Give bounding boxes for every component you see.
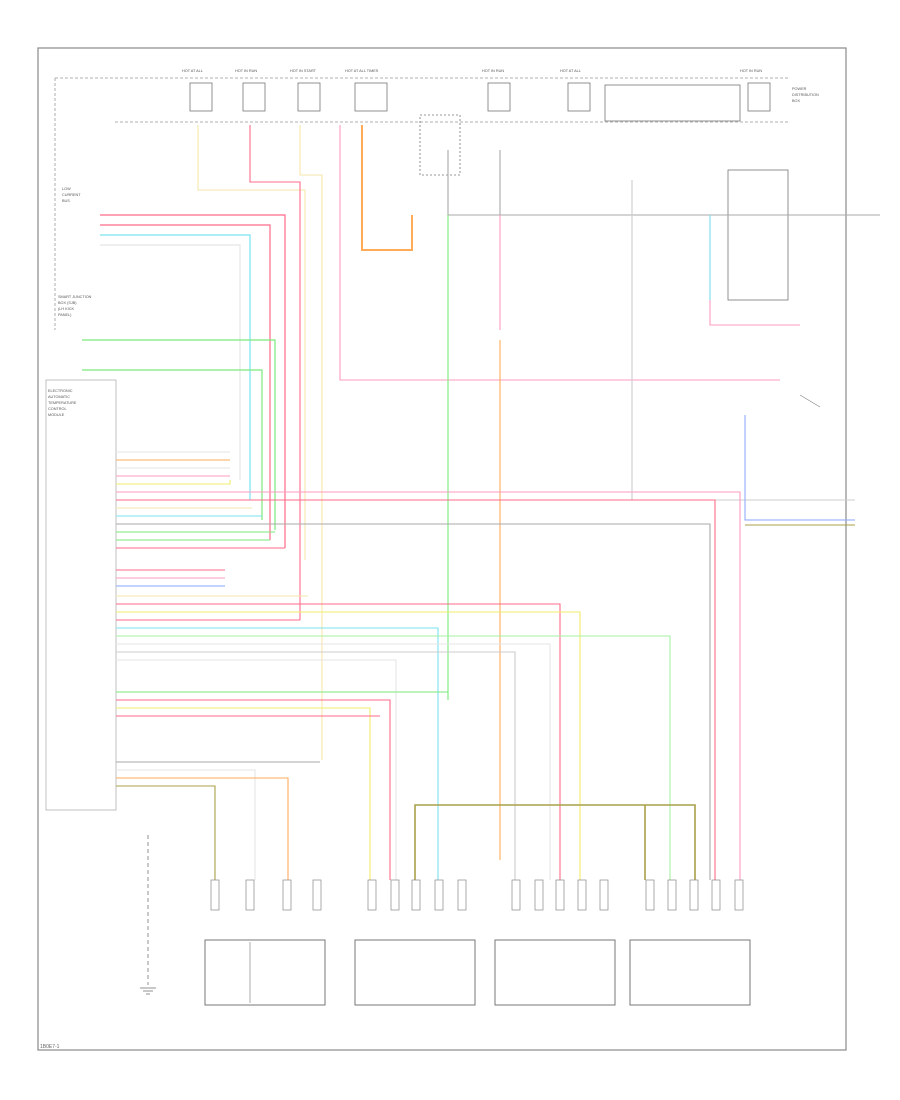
svg-text:ELECTRONIC: ELECTRONIC xyxy=(48,389,73,393)
svg-text:CONTROL: CONTROL xyxy=(48,407,67,411)
hvac-module xyxy=(45,379,117,811)
svg-text:HOT IN RUN: HOT IN RUN xyxy=(740,69,762,73)
module-wires xyxy=(116,451,741,880)
svg-text:SMART JUNCTION: SMART JUNCTION xyxy=(58,295,92,299)
svg-text:AUTOMATIC: AUTOMATIC xyxy=(48,395,70,399)
svg-text:HOT AT ALL TIMES: HOT AT ALL TIMES xyxy=(345,69,379,73)
actuator-connectors xyxy=(210,879,744,911)
actuators xyxy=(204,939,751,1006)
actuator-3 xyxy=(494,939,616,1006)
actuator-4 xyxy=(629,939,751,1006)
svg-text:LOW: LOW xyxy=(62,187,71,191)
svg-text:DISTRIBUTION: DISTRIBUTION xyxy=(792,93,819,97)
svg-text:BUS: BUS xyxy=(62,199,70,203)
fuse-blocks xyxy=(189,82,789,301)
power-bus xyxy=(54,77,790,330)
svg-text:HOT AT ALL: HOT AT ALL xyxy=(560,69,581,73)
module-labels: ELECTRONIC AUTOMATIC TEMPERATURE CONTROL… xyxy=(48,389,77,417)
figure-id: 1B0E7-1 xyxy=(40,1044,60,1050)
right-components xyxy=(744,394,855,526)
diagram-border xyxy=(37,47,847,1051)
svg-text:MODULE: MODULE xyxy=(48,413,65,417)
left-connector-block: LOW CURRENT BUS SMART JUNCTION BOX (SJB)… xyxy=(58,187,92,317)
svg-text:CURRENT: CURRENT xyxy=(62,193,81,197)
svg-text:BOX: BOX xyxy=(792,99,800,103)
upper-left-wires xyxy=(82,214,286,548)
olive-bus xyxy=(414,804,696,880)
svg-text:HOT IN RUN: HOT IN RUN xyxy=(482,69,504,73)
svg-text:HOT IN START: HOT IN START xyxy=(290,69,317,73)
fuse-labels: HOT AT ALL HOT IN RUN HOT IN START HOT A… xyxy=(182,69,819,103)
svg-text:POWER: POWER xyxy=(792,87,807,91)
svg-text:HOT IN RUN: HOT IN RUN xyxy=(235,69,257,73)
svg-text:TEMPERATURE: TEMPERATURE xyxy=(48,401,77,405)
svg-text:BOX (SJB): BOX (SJB) xyxy=(58,301,77,305)
svg-text:(LH KICK: (LH KICK xyxy=(58,307,75,311)
actuator-1 xyxy=(204,939,326,1006)
ground xyxy=(140,835,156,995)
svg-text:PANEL): PANEL) xyxy=(58,313,72,317)
actuator-2 xyxy=(354,939,476,1006)
svg-text:HOT AT ALL: HOT AT ALL xyxy=(182,69,203,73)
